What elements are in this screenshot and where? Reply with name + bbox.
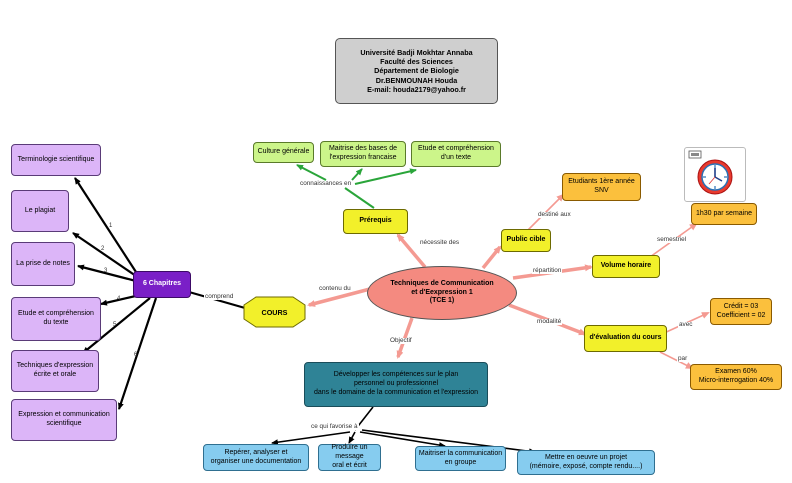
- public-cible-node[interactable]: Public cible: [501, 229, 551, 252]
- objectif-item[interactable]: Mettre en oeuvre un projet (mémoire, exp…: [517, 450, 655, 475]
- link-obj-1: [271, 431, 351, 446]
- prerequis-node[interactable]: Prérequis: [343, 209, 408, 234]
- volume-value[interactable]: 1h30 par semaine: [691, 203, 757, 225]
- link-eval-par: [659, 351, 694, 369]
- objectif-item[interactable]: Maitriser la communication en groupe: [415, 446, 506, 471]
- link-obj-4: [361, 429, 536, 455]
- chapter-item[interactable]: Expression et communication scientifique: [11, 399, 117, 441]
- objectif-item-label: Produire un message oral et écrit: [331, 444, 368, 469]
- link-chap-1: [74, 177, 137, 273]
- link-label-necessite: nécessite des: [419, 239, 461, 247]
- link-obj-3: [359, 431, 446, 448]
- link-label-destine: destiné aux: [537, 211, 572, 219]
- chapter-item-label: La prise de notes: [16, 259, 70, 267]
- evaluation-node[interactable]: d'évaluation du cours: [584, 325, 667, 352]
- prerequis-culture-label: Culture générale: [257, 148, 310, 156]
- chapter-item-label: Terminologie scientifique: [17, 155, 95, 163]
- prerequis-culture[interactable]: Culture générale: [253, 142, 314, 163]
- header-line-author: Dr.BENMOUNAH Houda: [375, 75, 458, 85]
- link-label-repartition: répartition: [532, 267, 563, 275]
- link-center-objectif: [396, 317, 414, 359]
- objectif-node[interactable]: Développer les compétences sur le plan p…: [304, 362, 488, 407]
- prerequis-etude-label: Etude et compréhension d'un texte: [418, 145, 494, 161]
- volume-horaire-label: Volume horaire: [600, 262, 652, 270]
- chapter-item-label: Expression et communication scientifique: [18, 411, 110, 427]
- link-label-modalite: modalité: [536, 318, 563, 326]
- volume-horaire-node[interactable]: Volume horaire: [592, 255, 660, 278]
- link-label-contenu: contenu du: [318, 285, 352, 293]
- chapter-item[interactable]: La prise de notes: [11, 242, 75, 286]
- chapter-item[interactable]: Le plagiat: [11, 190, 69, 232]
- header-line-department: Département de Biologie: [374, 66, 459, 76]
- evaluation-examen-label: Examen 60% Micro-interrogation 40%: [698, 368, 774, 384]
- chapter-item[interactable]: Etude et compréhension du texte: [11, 297, 101, 341]
- chapter-number-3: 3: [104, 268, 108, 274]
- prerequis-etude[interactable]: Etude et compréhension d'un texte: [411, 141, 501, 167]
- chapter-item-label: Le plagiat: [24, 206, 56, 214]
- chapter-item[interactable]: Terminologie scientifique: [11, 144, 101, 176]
- link-label-connaissances: connaissances en: [299, 180, 353, 188]
- public-cible-label: Public cible: [506, 236, 546, 244]
- volume-value-label: 1h30 par semaine: [695, 209, 753, 217]
- link-obj-2: [348, 431, 356, 444]
- link-label-comprend: comprend: [204, 293, 235, 301]
- objectif-item[interactable]: Produire un message oral et écrit: [318, 444, 381, 471]
- chapitres-label: 6 Chapitres: [142, 280, 182, 288]
- header-line-faculty: Faculté des Sciences: [380, 56, 453, 66]
- clock-icon: [684, 147, 746, 202]
- objectif-item-label: Maitriser la communication en groupe: [418, 449, 503, 466]
- link-green-2: [351, 168, 363, 181]
- evaluation-label: d'évaluation du cours: [589, 334, 662, 342]
- link-chap-5: [82, 297, 151, 354]
- chapter-number-5: 5: [113, 322, 117, 328]
- link-green-3: [354, 168, 417, 185]
- objectif-item-label: Mettre en oeuvre un projet (mémoire, exp…: [529, 453, 643, 470]
- evaluation-examen[interactable]: Examen 60% Micro-interrogation 40%: [690, 364, 782, 390]
- public-target-label: Etudiants 1ère année SNV: [568, 178, 635, 194]
- chapter-item-label: Techniques d'expression écrite et orale: [16, 362, 94, 378]
- link-label-par: par: [677, 355, 689, 363]
- objectif-label: Développer les compétences sur le plan p…: [314, 371, 478, 396]
- link-label-semestriel: semestriel: [656, 236, 688, 244]
- link-green-1: [296, 164, 327, 181]
- link-label-favorise: ce qui favorise à: [310, 423, 359, 431]
- evaluation-credit[interactable]: Crédit = 03 Coefficient = 02: [710, 298, 772, 325]
- prerequis-maitrise[interactable]: Maitrise des bases de l'expression franc…: [320, 141, 406, 167]
- cours-node[interactable]: COURS: [243, 296, 306, 328]
- link-center-prerequis: [396, 233, 427, 269]
- link-prerequis-up: [344, 187, 375, 209]
- header-line-university: Université Badji Mokhtar Annaba: [360, 47, 473, 57]
- link-label-objectif: Objectif: [389, 337, 413, 345]
- chapter-number-4: 4: [117, 296, 121, 302]
- chapter-number-6: 6: [134, 352, 138, 358]
- cours-label: COURS: [261, 307, 288, 317]
- prerequis-node-label: Prérequis: [359, 217, 392, 225]
- link-chap-2: [72, 232, 137, 277]
- link-chap-3: [77, 264, 137, 283]
- chapter-item[interactable]: Techniques d'expression écrite et orale: [11, 350, 99, 392]
- chapter-item-label: Etude et compréhension du texte: [18, 310, 94, 326]
- objectif-item-label: Repérer, analyser et organiser une docum…: [210, 448, 302, 465]
- link-center-cours: [307, 287, 371, 307]
- central-topic-label: Techniques de Communication et d'Eexpres…: [390, 279, 494, 305]
- link-chap-6: [117, 297, 158, 410]
- prerequis-maitrise-label: Maitrise des bases de l'expression franc…: [328, 145, 398, 161]
- link-center-public: [481, 245, 502, 270]
- chapter-number-2: 2: [101, 246, 105, 252]
- header-line-email: E-mail: houda2179@yahoo.fr: [367, 85, 466, 95]
- evaluation-credit-label: Crédit = 03 Coefficient = 02: [716, 302, 766, 319]
- central-topic[interactable]: Techniques de Communication et d'Eexpres…: [367, 266, 517, 320]
- link-label-avec: avec: [678, 321, 694, 329]
- public-target[interactable]: Etudiants 1ère année SNV: [562, 173, 641, 201]
- chapitres-node[interactable]: 6 Chapitres: [133, 271, 191, 298]
- chapter-number-1: 1: [109, 223, 113, 229]
- objectif-item[interactable]: Repérer, analyser et organiser une docum…: [203, 444, 309, 471]
- header-box: Université Badji Mokhtar Annaba Faculté …: [335, 38, 498, 104]
